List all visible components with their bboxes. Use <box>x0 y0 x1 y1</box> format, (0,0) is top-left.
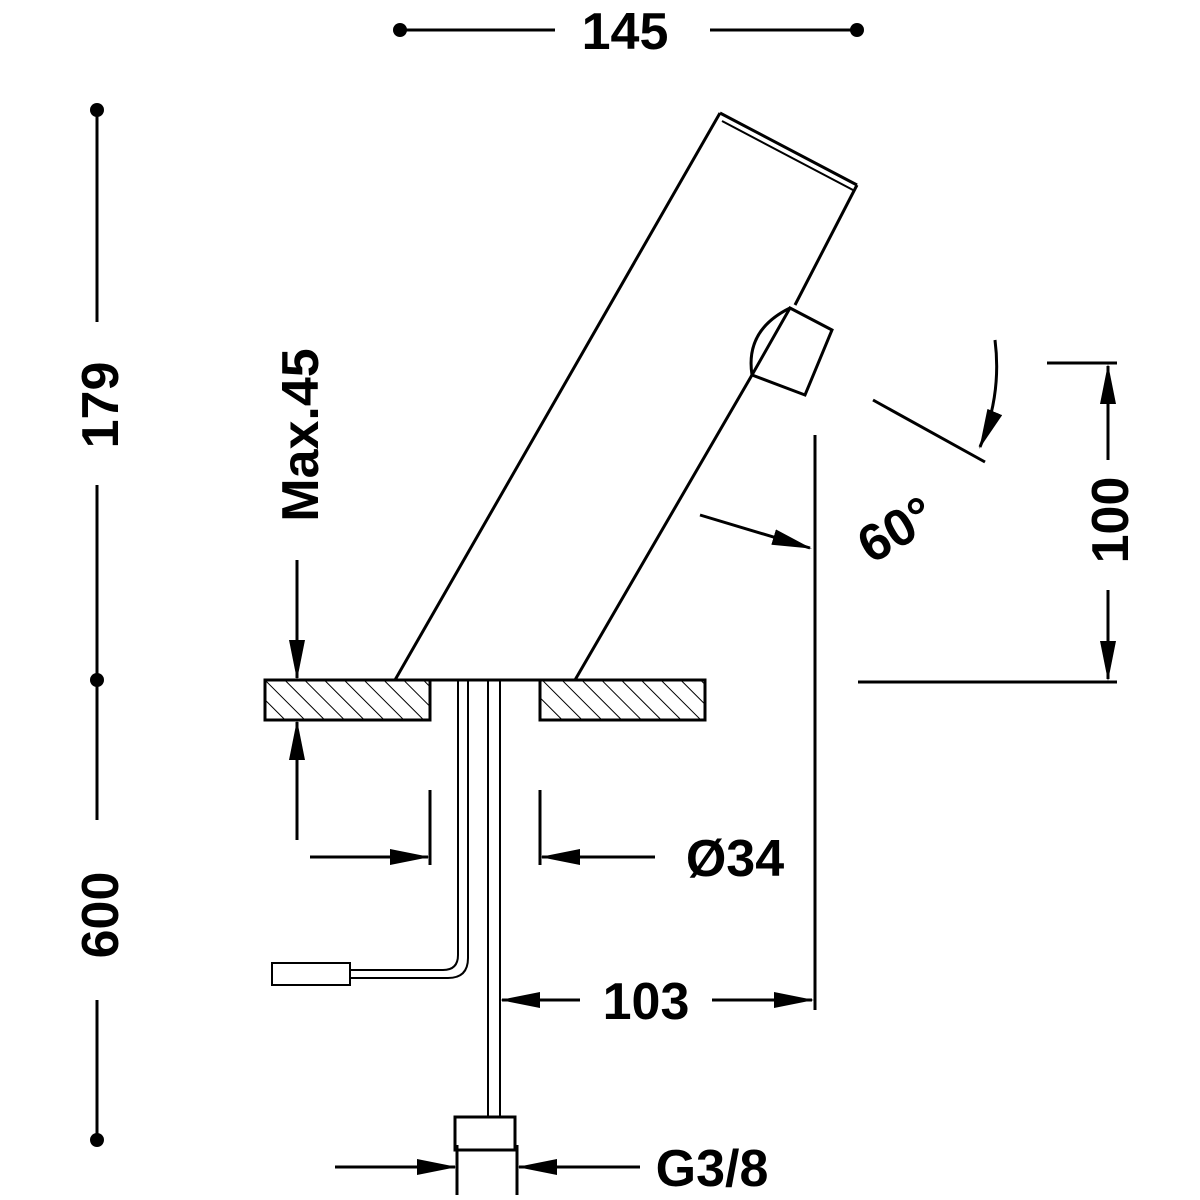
pipe-length-label: 600 <box>72 872 130 959</box>
reach-label: 103 <box>603 973 690 1031</box>
height-label: 179 <box>72 362 130 449</box>
max-thickness-label: Max.45 <box>272 348 330 521</box>
dimension-width: 145 <box>393 3 864 61</box>
sensor <box>749 305 834 397</box>
diameter-label: Ø34 <box>686 830 784 888</box>
dimension-hole-diameter: Ø34 <box>310 790 784 888</box>
width-label: 145 <box>582 3 669 61</box>
angle-label: 60° <box>848 486 945 576</box>
dimension-spout-height: 100 <box>858 361 1140 684</box>
dimension-heights: 179 600 <box>72 103 130 1147</box>
supply-hose <box>453 680 517 1152</box>
connection-label: G3/8 <box>656 1140 769 1198</box>
dimension-connection: G3/8 <box>335 1140 768 1198</box>
dimension-reach: 103 <box>500 435 817 1031</box>
countertop <box>263 678 707 722</box>
sensor-cable <box>271 680 469 986</box>
faucet-body <box>393 111 859 681</box>
dimension-counter-thickness: Max.45 <box>272 348 330 840</box>
dimension-angle: 60° <box>699 339 1003 576</box>
spout-height-label: 100 <box>1082 477 1140 564</box>
